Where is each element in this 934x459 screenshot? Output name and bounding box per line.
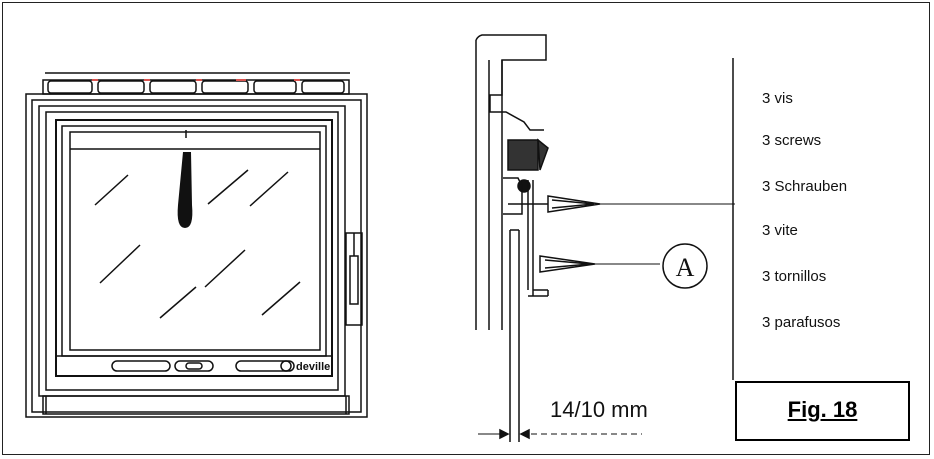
cross-section-view <box>475 34 735 442</box>
label-en: 3 screws <box>762 132 822 149</box>
label-pt: 3 parafusos <box>762 314 841 331</box>
dimension-label: 14/10 mm <box>550 397 648 422</box>
label-it: 3 vite <box>762 222 798 239</box>
figure-caption-box: Fig. 18 <box>735 381 910 441</box>
label-es: 3 tornillos <box>762 268 827 285</box>
label-fr: 3 vis <box>762 90 793 107</box>
label-de: 3 Schrauben <box>762 178 848 195</box>
brand-logo-text: deville <box>296 361 330 373</box>
stove-front-view <box>25 72 368 418</box>
callout-letter: A <box>676 253 695 282</box>
figure-caption: Fig. 18 <box>787 397 858 422</box>
